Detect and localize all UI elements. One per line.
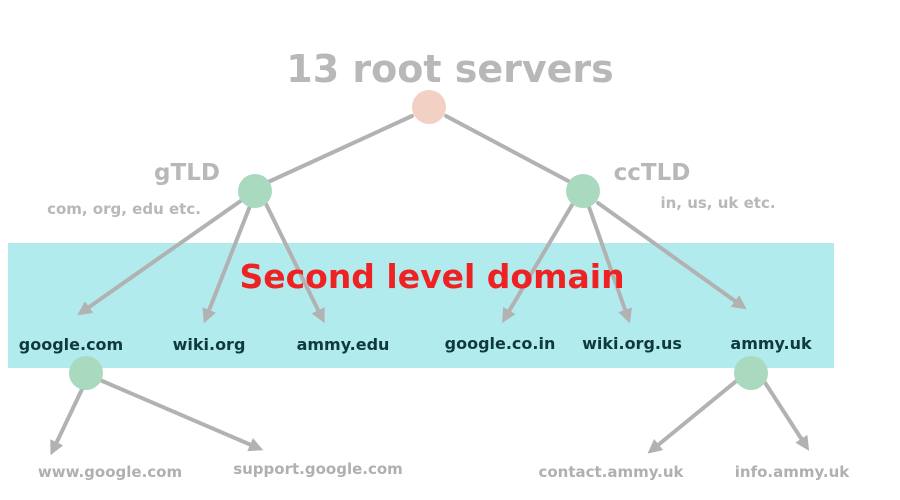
arrow-google-com-support bbox=[98, 378, 264, 452]
sld-google-com: google.com bbox=[19, 335, 123, 354]
arrow-gtld-ammy-edu bbox=[264, 202, 325, 324]
ammy-uk-node bbox=[734, 356, 768, 390]
subdomain-support-google-com: support.google.com bbox=[233, 460, 403, 478]
arrow-cctld-ammy-uk bbox=[596, 201, 747, 310]
sld-ammy-uk: ammy.uk bbox=[730, 334, 812, 353]
google-com-node bbox=[69, 356, 103, 390]
subdomain-www-google-com: www.google.com bbox=[38, 463, 182, 481]
arrow-gtld-google-com bbox=[77, 198, 244, 316]
diagram-title: 13 root servers bbox=[286, 47, 614, 91]
sld-wiki-org: wiki.org bbox=[173, 335, 246, 354]
gtld-examples: com, org, edu etc. bbox=[47, 200, 201, 218]
cctld-node bbox=[566, 174, 600, 208]
arrow-google-com-www bbox=[50, 381, 87, 456]
edge-root-cctld bbox=[444, 114, 574, 185]
gtld-node bbox=[238, 174, 272, 208]
root-node bbox=[412, 90, 446, 124]
second-level-domain-band bbox=[8, 243, 834, 368]
gtld-label: gTLD bbox=[154, 160, 220, 186]
subdomain-info-ammy-uk: info.ammy.uk bbox=[735, 463, 851, 481]
cctld-label: ccTLD bbox=[614, 160, 691, 186]
sld-wiki-org-us: wiki.org.us bbox=[582, 334, 682, 353]
arrow-ammy-uk-info bbox=[760, 376, 810, 451]
subdomain-contact-ammy-uk: contact.ammy.uk bbox=[538, 463, 684, 481]
second-level-domain-label: Second level domain bbox=[239, 257, 624, 296]
sld-google-co-in: google.co.in bbox=[445, 334, 556, 353]
arrow-cctld-google-co-in bbox=[502, 203, 574, 323]
cctld-examples: in, us, uk etc. bbox=[660, 194, 775, 212]
arrow-gtld-wiki-org bbox=[202, 204, 252, 324]
arrow-cctld-wiki-org-us bbox=[587, 205, 632, 324]
sld-ammy-edu: ammy.edu bbox=[297, 335, 390, 354]
edge-root-gtld bbox=[264, 114, 414, 185]
arrow-ammy-uk-contact bbox=[647, 376, 742, 454]
